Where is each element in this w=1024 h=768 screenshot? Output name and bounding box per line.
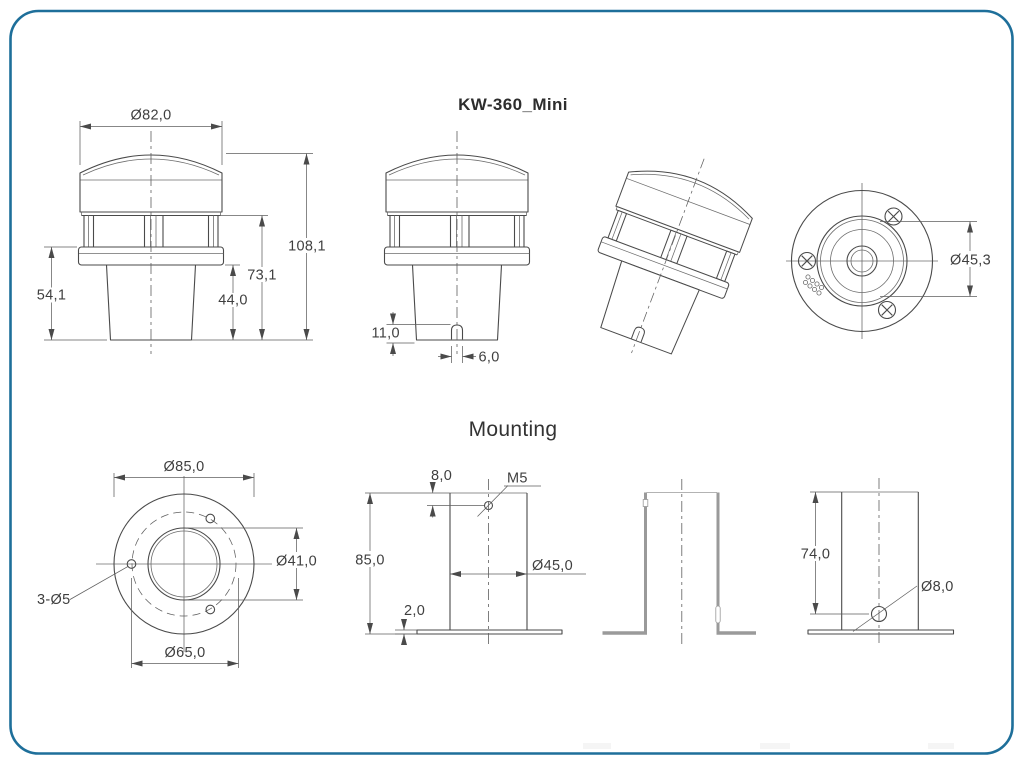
mounting-title: Mounting [469,418,558,441]
dim-label-bg [36,287,67,303]
mounting-side-drawing [416,479,563,646]
dim-label-bg [287,238,327,253]
dim-label-cable-hole: Ø8,0 [921,579,954,595]
dim-label-body-height: 73,1 [247,268,276,284]
dim-label-total-height: 108,1 [288,239,326,255]
mounting-side-dimensions: M5 8,0 85,0 Ø45,0 2,0 [353,468,586,645]
screw-head-icon [797,251,817,271]
dim-label-bg [217,293,250,307]
dim-label-screw-holes: 3-Ø5 [37,592,70,608]
dim-label-outer-diameter: Ø85,0 [164,459,205,475]
dim-label-cap-diameter: Ø82,0 [131,108,172,124]
mounting-flange-dimensions: Ø85,0 Ø41,0 Ø65,0 3-Ø5 [37,459,321,668]
dim-label-bg [799,546,832,561]
dim-label-mount-tube-diameter: Ø45,0 [532,558,573,574]
tilted-view-drawing [567,134,768,378]
dim-label-bore-diameter: Ø41,0 [276,554,317,570]
mounting-side-2-dimensions: Ø8,0 74,0 [799,491,954,615]
dim-label-bg [946,251,995,267]
dim-label-thread-size: M5 [507,471,528,487]
bottom-view-dimensions: Ø45,3 [880,221,995,297]
front-view-2-dimensions: 11,0 6,0 [372,312,500,366]
front-view-drawing [77,130,225,355]
watermark-smudges [583,743,954,749]
dim-label-slot-height: 11,0 [372,326,400,342]
mounting-section-drawing [602,479,756,646]
dim-label-slot-width: 6,0 [479,350,500,366]
screw-head-icon [877,300,897,320]
dim-label-flange-to-bottom: 54,1 [37,288,66,304]
border-frame [9,9,1014,755]
dim-label-hole-height: 74,0 [801,547,830,563]
section-hole [642,499,649,507]
bottom-view-drawing [786,183,938,339]
dim-label-hole-offset: 8,0 [431,468,452,484]
dim-label-base-height: 44,0 [218,293,247,309]
dim-label-plate-thickness: 2,0 [404,603,425,619]
dim-label-bg [353,551,387,567]
dim-label-bg [246,267,279,282]
product-title: KW-360_Mini [458,95,568,114]
dim-label-mount-height: 85,0 [355,553,384,569]
section-slot [715,605,721,624]
front-view-dimensions: Ø82,0 108,1 73,1 44,0 54,1 [36,108,327,341]
dim-label-bolt-circle: Ø65,0 [165,645,206,661]
mounting-flange-drawing [96,476,272,652]
front-view-2-drawing [383,130,531,355]
vent-holes [803,274,825,296]
mounting-side-2-drawing [807,478,955,647]
dim-label-bg [272,552,321,568]
dim-label-tube-diameter: Ø45,3 [950,253,991,269]
screw-head-icon [884,207,903,226]
